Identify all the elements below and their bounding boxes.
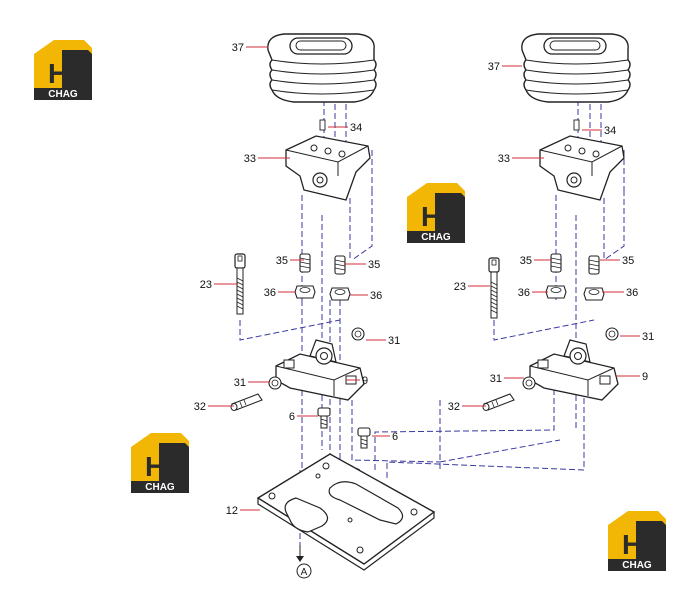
svg-text:H3: H3 — [421, 201, 457, 232]
right-base-block — [529, 339, 619, 401]
part-label: 35 — [368, 259, 380, 271]
right-nut-a — [545, 285, 567, 299]
svg-text:CHAG: CHAG — [48, 89, 78, 100]
part-label: 37 — [488, 61, 500, 73]
part-label: 31 — [490, 373, 502, 385]
part-label: 36 — [626, 287, 638, 299]
part-label: 36 — [370, 290, 382, 302]
part-label: 6 — [392, 431, 398, 443]
svg-text:CHAG: CHAG — [622, 560, 652, 571]
left-bushing-a — [351, 327, 365, 341]
right-set-screw-a — [550, 253, 562, 273]
right-set-screw-small — [573, 119, 580, 131]
right-boot — [521, 33, 631, 103]
part-labels-right: 37 34 33 35 35 23 36 36 31 31 9 32 — [448, 61, 655, 413]
part-label: 9 — [642, 371, 648, 383]
part-label: 32 — [194, 401, 206, 413]
left-base-block — [275, 339, 365, 401]
left-nut-b — [329, 287, 351, 301]
part-label: 35 — [276, 255, 288, 267]
base-plate — [256, 453, 436, 571]
part-label: 33 — [498, 153, 510, 165]
svg-text:CHAG: CHAG — [145, 482, 175, 493]
left-nut-a — [294, 285, 316, 299]
right-screw — [488, 257, 500, 319]
origin-marker: A — [296, 545, 312, 579]
left-pin — [230, 393, 263, 412]
left-set-screw-b — [334, 255, 346, 275]
right-nut-b — [583, 287, 605, 301]
right-bushing-a — [605, 327, 619, 341]
brand-logo: H3 CHAG — [608, 511, 666, 571]
left-cap-bracket — [285, 135, 371, 201]
svg-text:A: A — [301, 567, 308, 578]
left-set-screw-small — [319, 119, 326, 131]
right-cap-bracket — [539, 135, 625, 201]
left-boot — [267, 33, 377, 103]
part-label: 31 — [234, 377, 246, 389]
part-label: 6 — [289, 411, 295, 423]
leader-lines — [208, 46, 640, 511]
right-pin — [482, 393, 515, 412]
svg-text:H3: H3 — [622, 529, 658, 560]
left-bolt-a — [317, 407, 331, 429]
right-bushing-b — [522, 376, 536, 390]
part-label: 31 — [388, 335, 400, 347]
part-label: 37 — [232, 42, 244, 54]
brand-logo: H3 CHAG — [407, 183, 465, 243]
part-label: 34 — [350, 122, 362, 134]
part-label: 35 — [520, 255, 532, 267]
svg-text:H3: H3 — [48, 58, 84, 89]
part-label: 34 — [604, 125, 616, 137]
part-label: 23 — [454, 281, 466, 293]
svg-text:H3: H3 — [145, 451, 181, 482]
part-label: 23 — [200, 279, 212, 291]
part-label: 33 — [244, 153, 256, 165]
part-label: 35 — [622, 255, 634, 267]
part-labels-left: 37 34 33 35 35 23 36 36 31 31 9 32 6 6 1… — [194, 42, 401, 517]
part-label: 36 — [264, 287, 276, 299]
part-label: 32 — [448, 401, 460, 413]
brand-logo: H3 CHAG — [131, 433, 189, 493]
left-bushing-b — [268, 376, 282, 390]
svg-text:CHAG: CHAG — [421, 232, 451, 243]
brand-logo: H3 CHAG — [34, 40, 92, 100]
left-set-screw-a — [299, 253, 311, 273]
part-label: 31 — [642, 331, 654, 343]
part-label: 12 — [226, 505, 238, 517]
left-bolt-b — [357, 427, 371, 449]
part-label: 9 — [362, 375, 368, 387]
right-set-screw-b — [588, 255, 600, 275]
part-label: 36 — [518, 287, 530, 299]
